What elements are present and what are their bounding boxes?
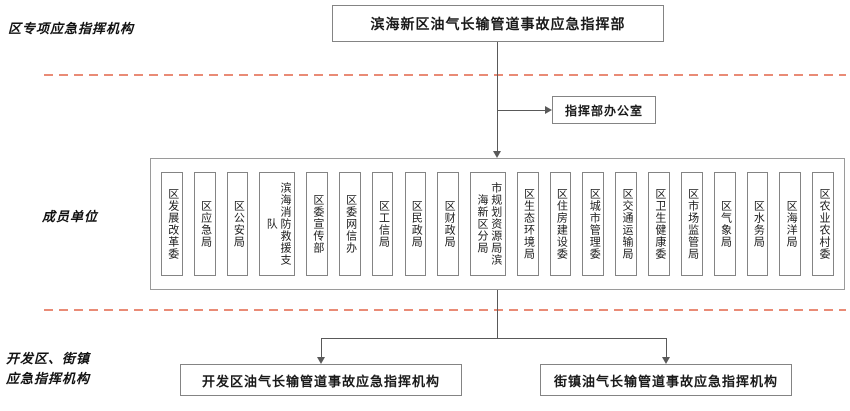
label-devzone-street-line2: 应急指挥机构 [6, 371, 91, 387]
label-devzone-street-command: 开发区、街镇 应急指挥机构 [6, 349, 90, 389]
member-unit-box: 区民政局 [404, 172, 427, 276]
member-unit-box: 区海洋局 [779, 172, 802, 276]
dashed-divider-bottom [44, 309, 846, 311]
connector-stub-left [321, 338, 322, 358]
member-unit-box: 区农业农村委 [812, 172, 834, 276]
connector-stub-right [666, 338, 667, 358]
member-unit-box: 区市场监管局 [680, 172, 703, 276]
member-unit-box: 市规划资源局滨海新区分局 [470, 172, 506, 276]
label-district-special-command: 区专项应急指挥机构 [8, 21, 135, 36]
streettown-command-box: 街镇油气长输管道事故应急指挥机构 [540, 364, 792, 396]
member-unit-box: 区委宣传部 [306, 172, 328, 276]
member-unit-box: 区住房建设委 [549, 172, 572, 276]
member-units-row: 区发展改革委区应急局区公安局滨海消防救援支队区委宣传部区委网信办区工信局区民政局… [150, 158, 845, 290]
member-unit-box: 区水务局 [746, 172, 769, 276]
arrowhead-into-devzone [317, 357, 325, 364]
arrowhead-into-streettown [662, 357, 670, 364]
dashed-divider-top [44, 74, 846, 76]
member-unit-box: 滨海消防救援支队 [259, 172, 295, 276]
label-devzone-street-line1: 开发区、街镇 [6, 351, 91, 366]
member-unit-box: 区生态环境局 [516, 172, 539, 276]
member-unit-box: 区气象局 [713, 172, 736, 276]
member-unit-box: 区发展改革委 [161, 172, 183, 276]
connector-members-down [497, 290, 498, 338]
arrowhead-into-office [545, 106, 552, 114]
member-unit-box: 区财政局 [437, 172, 460, 276]
label-member-units: 成员单位 [42, 209, 99, 224]
arrowhead-into-members [493, 151, 501, 158]
member-unit-box: 区公安局 [226, 172, 249, 276]
member-unit-box: 区城市管理委 [582, 172, 605, 276]
devzone-command-box: 开发区油气长输管道事故应急指挥机构 [180, 364, 462, 396]
member-unit-box: 区工信局 [371, 172, 394, 276]
member-unit-box: 区应急局 [193, 172, 216, 276]
connector-hq-to-members [497, 42, 498, 152]
headquarters-box: 滨海新区油气长输管道事故应急指挥部 [332, 5, 664, 42]
member-unit-box: 区交通运输局 [615, 172, 638, 276]
member-unit-box: 区委网信办 [338, 172, 361, 276]
connector-to-office [497, 110, 546, 111]
member-unit-box: 区卫生健康委 [648, 172, 670, 276]
connector-bottom-horizontal [321, 338, 666, 339]
office-box: 指挥部办公室 [552, 96, 656, 124]
